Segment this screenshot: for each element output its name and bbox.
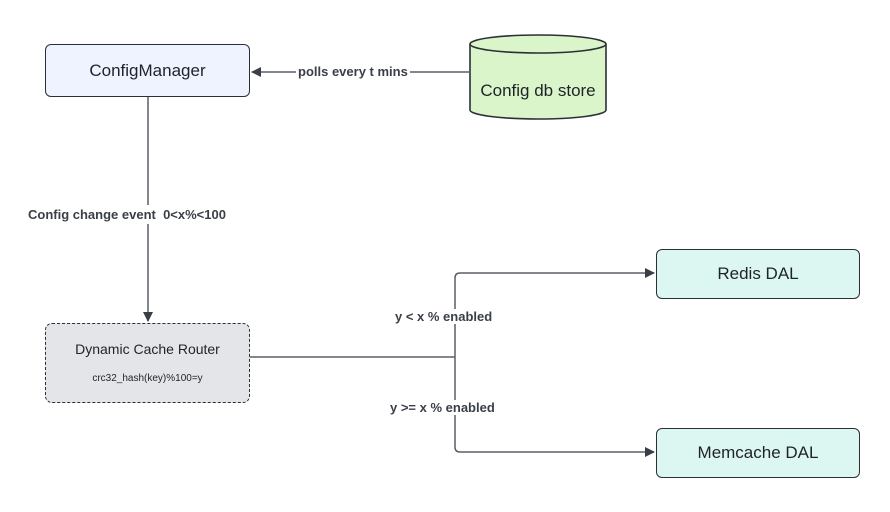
poll-edge-label: polls every t mins bbox=[296, 64, 410, 79]
redis-condition-label: y < x % enabled bbox=[395, 309, 493, 324]
config-db-label: Config db store bbox=[470, 60, 606, 120]
memcache-condition-label: y >= x % enabled bbox=[390, 400, 495, 415]
config-db-cylinder bbox=[469, 34, 607, 120]
redis-dal-node: Redis DAL bbox=[656, 249, 860, 299]
router-formula: crc32_hash(key)%100=y bbox=[92, 373, 203, 384]
change-event-label: Config change event 0<x%<100 bbox=[28, 205, 226, 224]
router-title: Dynamic Cache Router bbox=[75, 341, 220, 357]
redis-edge bbox=[454, 268, 655, 357]
config-manager-node: ConfigManager bbox=[45, 44, 250, 97]
redis-dal-label: Redis DAL bbox=[717, 264, 799, 283]
memcache-dal-label: Memcache DAL bbox=[697, 443, 819, 462]
dynamic-cache-router-node: Dynamic Cache Router crc32_hash(key)%100… bbox=[45, 323, 250, 403]
config-db-text: Config db store bbox=[480, 80, 596, 100]
memcache-dal-node: Memcache DAL bbox=[656, 428, 860, 478]
memcache-edge bbox=[454, 357, 655, 457]
config-manager-label: ConfigManager bbox=[89, 60, 206, 80]
